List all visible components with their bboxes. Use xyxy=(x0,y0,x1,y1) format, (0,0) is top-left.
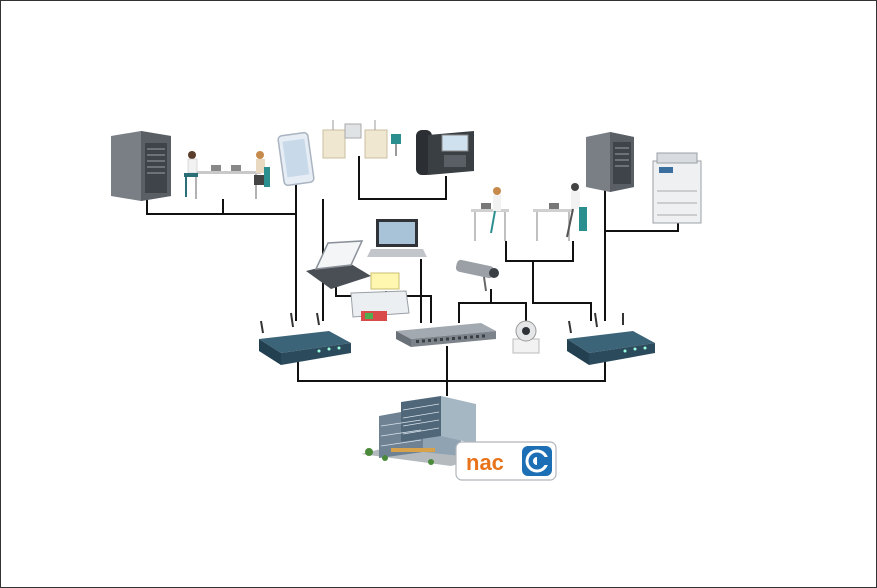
office-building-icon xyxy=(361,396,491,466)
link-camera xyxy=(458,289,492,323)
link-iot-phone xyxy=(358,156,447,200)
ptz-camera-icon xyxy=(512,320,540,354)
office-workers-icon xyxy=(471,183,587,241)
iot-devices-icon xyxy=(322,120,401,159)
router-icon xyxy=(567,312,655,365)
tablet-keyboard-icon xyxy=(306,240,371,289)
server-tower-icon xyxy=(586,132,634,192)
smartphone-icon xyxy=(277,131,315,187)
ip-phone-icon xyxy=(416,130,474,175)
laptop-icon xyxy=(367,219,427,257)
printer-icon xyxy=(350,272,410,321)
link-ptz xyxy=(459,302,527,323)
office-workers-icon xyxy=(184,151,270,199)
link-office-right-down xyxy=(532,261,592,321)
copier-icon xyxy=(652,152,702,224)
nac-logo-emblem-icon xyxy=(522,446,552,476)
link-trunk xyxy=(297,358,606,382)
server-tower-icon xyxy=(111,131,171,201)
nac-logo: nac xyxy=(455,441,557,481)
link-copier xyxy=(605,221,679,232)
network-switch-icon xyxy=(396,323,496,347)
link-office-right xyxy=(505,241,574,262)
nac-logo-text: nac xyxy=(466,450,504,475)
security-camera-icon xyxy=(455,259,499,292)
router-icon xyxy=(259,312,351,365)
link-server-left xyxy=(146,196,296,215)
